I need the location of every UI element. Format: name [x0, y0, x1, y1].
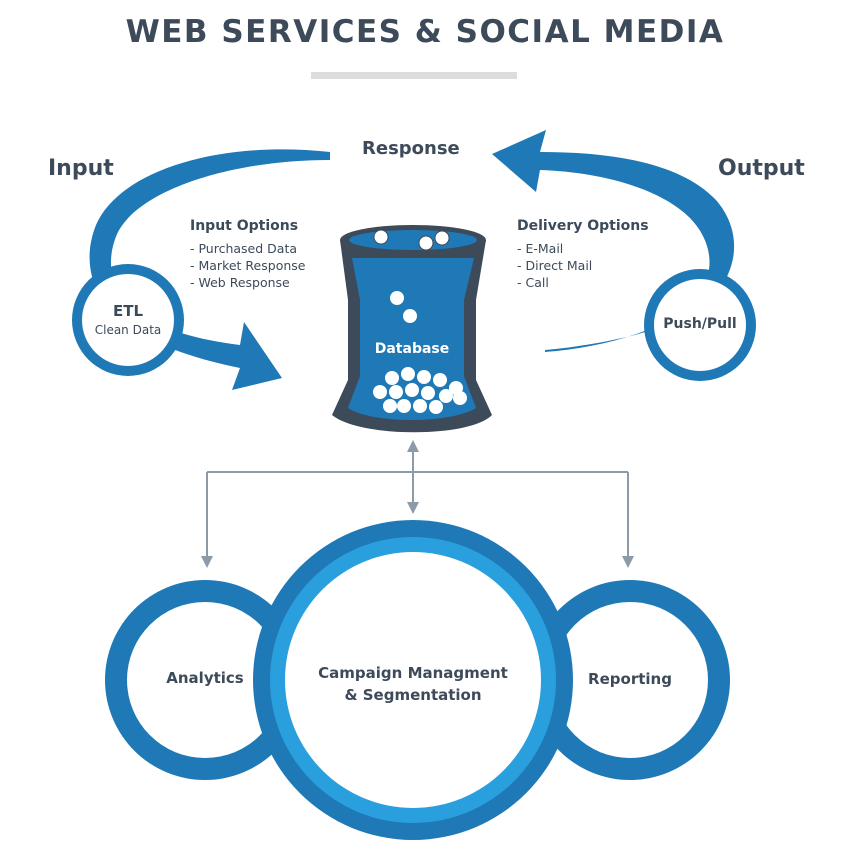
input-options-list: Purchased Data Market Response Web Respo…: [190, 240, 305, 291]
campaign-circle: [253, 520, 573, 840]
campaign-label-line2: & Segmentation: [344, 686, 482, 704]
etl-title: ETL: [112, 302, 144, 320]
input-options: Input Options Purchased Data Market Resp…: [190, 218, 305, 291]
page-title: WEB SERVICES & SOCIAL MEDIA: [125, 14, 725, 50]
campaign-label: Campaign Managment & Segmentation: [303, 662, 523, 706]
title-divider: [311, 72, 517, 79]
campaign-label-line1: Campaign Managment: [318, 664, 508, 682]
delivery-options-list: E-Mail Direct Mail Call: [517, 240, 649, 291]
analytics-circle: [105, 580, 305, 780]
delivery-options: Delivery Options E-Mail Direct Mail Call: [517, 218, 649, 291]
database-label: Database: [374, 341, 450, 357]
delivery-options-heading: Delivery Options: [517, 218, 649, 234]
connector-arrowheads: [201, 440, 634, 568]
analytics-label: Analytics: [166, 669, 244, 687]
reporting-circle: [530, 580, 730, 780]
input-option-item: Purchased Data: [190, 240, 305, 257]
output-label: Output: [718, 156, 805, 181]
delivery-option-item: Call: [517, 274, 649, 291]
connector-lines: [206, 446, 629, 560]
pushpull-circle-inner: [654, 279, 746, 371]
etl-circle-inner: [82, 274, 174, 366]
pushpull-title: Push/Pull: [663, 316, 737, 332]
etl-subtitle: Clean Data: [94, 323, 162, 337]
response-label: Response: [362, 138, 460, 159]
database-cylinder-icon: [332, 225, 492, 433]
input-option-item: Web Response: [190, 274, 305, 291]
input-options-heading: Input Options: [190, 218, 299, 234]
reporting-label: Reporting: [588, 670, 672, 688]
input-option-item: Market Response: [190, 257, 305, 274]
delivery-option-item: E-Mail: [517, 240, 649, 257]
input-label: Input: [48, 156, 114, 181]
delivery-option-item: Direct Mail: [517, 257, 649, 274]
output-loop-arrow-icon: [492, 130, 735, 352]
